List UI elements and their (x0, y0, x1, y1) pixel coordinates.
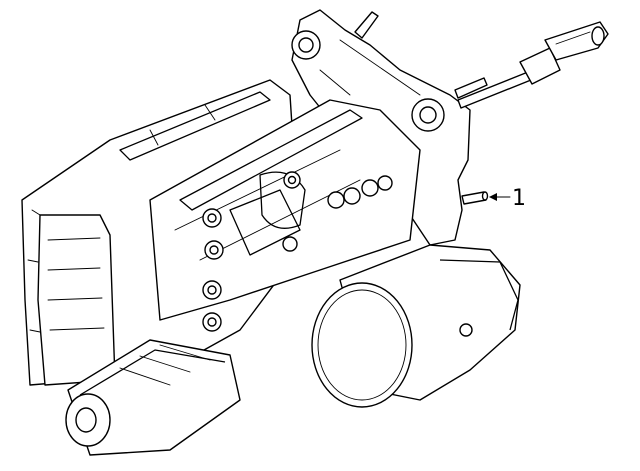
pump-motor (311, 244, 521, 408)
stud-right-upper (454, 77, 488, 99)
selector-rod (457, 21, 609, 109)
electrical-connector (65, 339, 241, 456)
solenoid-ports (202, 171, 393, 332)
callout-1: 1 (489, 186, 526, 211)
callout-arrowhead (489, 193, 497, 201)
valve-body (149, 99, 421, 321)
stud-top (354, 11, 379, 39)
callout-1-label: 1 (512, 186, 526, 211)
stud-callout-target (461, 191, 489, 205)
